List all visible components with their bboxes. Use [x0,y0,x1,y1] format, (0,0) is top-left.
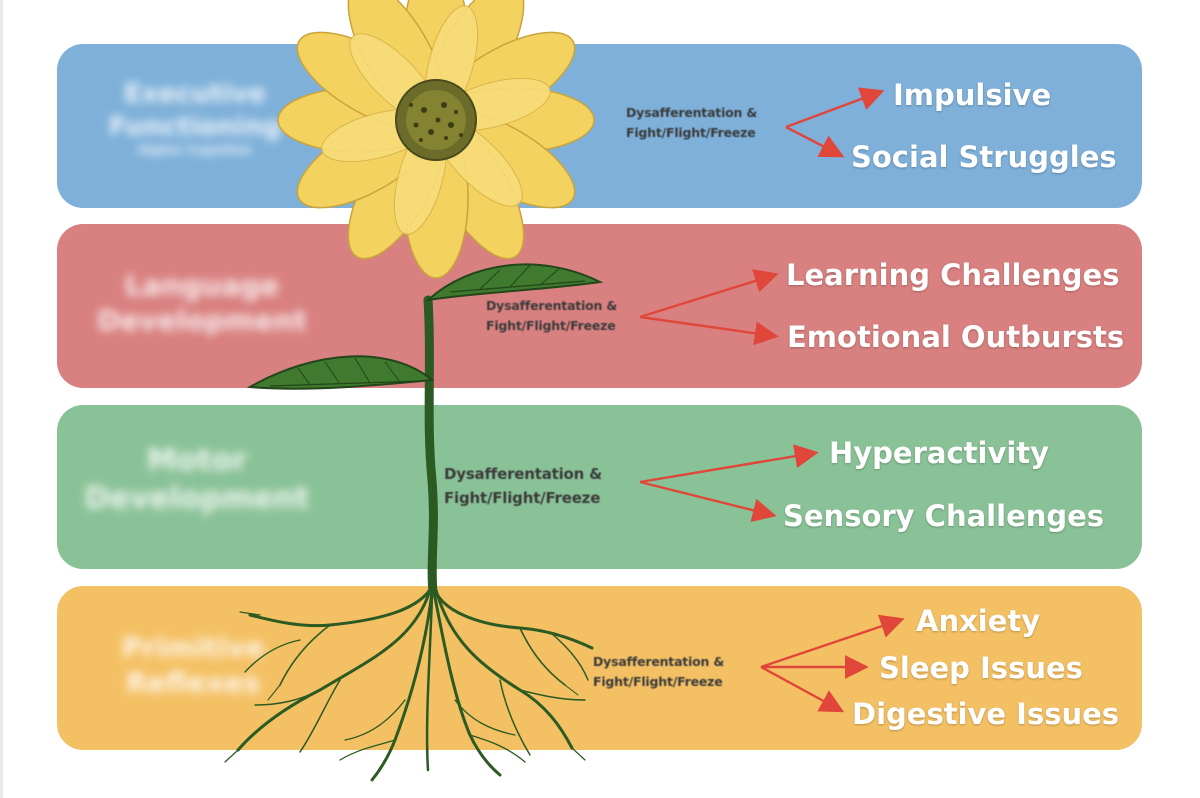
mechanism-line: Dysafferentation & [486,298,618,313]
blurred-label-row-3: Motor Development [72,442,322,517]
blurred-label-row-2: Language Development [82,268,322,338]
blurred-label-line: Primitive [121,631,265,664]
mechanism-line: Fight/Flight/Freeze [626,125,756,140]
arrow-to-learning-challenges [639,269,779,319]
mechanism-text-row-1: Dysafferentation & Fight/Flight/Freeze [626,103,757,143]
outcome-anxiety: Anxiety [916,604,1041,638]
arrow-to-impulsive [785,87,885,129]
root-system [224,583,594,782]
arrow-to-sensory-challenges [639,480,777,522]
arrow-to-emotional-outbursts [639,315,779,346]
outcome-emotional-outbursts: Emotional Outbursts [787,320,1125,354]
blurred-label-line: Functioning [108,111,282,142]
left-border [0,0,3,798]
blurred-label-row-1: Executive Functioning Higher Cognition [100,78,290,158]
leaf-icon [246,355,435,390]
leaf-icon [424,263,604,302]
blurred-label-line: Motor [146,443,248,478]
mechanism-line: Fight/Flight/Freeze [486,318,616,333]
band-motor-development [57,405,1142,569]
flower-stem [423,295,438,597]
blurred-label-line: Development [97,304,307,337]
mechanism-line: Fight/Flight/Freeze [444,489,601,507]
mechanism-line: Dysafferentation & [626,105,758,120]
mechanism-line: Dysafferentation & [593,654,725,669]
blurred-label-line: Language [124,269,280,302]
outcome-hyperactivity: Hyperactivity [829,436,1050,470]
outcome-social-struggles: Social Struggles [851,140,1117,174]
blurred-label-line: Higher Cognition [137,143,253,157]
outcome-sensory-challenges: Sensory Challenges [783,499,1105,533]
mechanism-text-row-4: Dysafferentation & Fight/Flight/Freeze [593,652,724,692]
arrow-to-hyperactivity [639,444,819,484]
arrow-to-social-struggles [785,125,845,158]
blurred-label-line: Reflexes [125,666,260,699]
outcome-impulsive: Impulsive [893,78,1052,112]
mechanism-text-row-3: Dysafferentation & Fight/Flight/Freeze [444,462,602,510]
band-primitive-reflexes [57,586,1142,750]
blurred-label-row-4: Primitive Reflexes [98,630,288,700]
arrow-to-anxiety [760,614,905,669]
blurred-label-line: Development [84,480,310,516]
arrow-to-digestive-issues [760,665,845,713]
mechanism-line: Dysafferentation & [444,465,603,483]
outcome-sleep-issues: Sleep Issues [879,651,1083,685]
mechanism-line: Fight/Flight/Freeze [593,674,723,689]
arrows [639,87,905,713]
mechanism-text-row-2: Dysafferentation & Fight/Flight/Freeze [486,296,617,336]
sunflower-illustration [277,0,595,279]
band-executive-functioning [57,44,1142,208]
outcome-digestive-issues: Digestive Issues [852,697,1120,731]
outcome-learning-challenges: Learning Challenges [786,258,1120,292]
blurred-label-line: Executive [123,79,266,109]
band-language-development [57,224,1142,388]
